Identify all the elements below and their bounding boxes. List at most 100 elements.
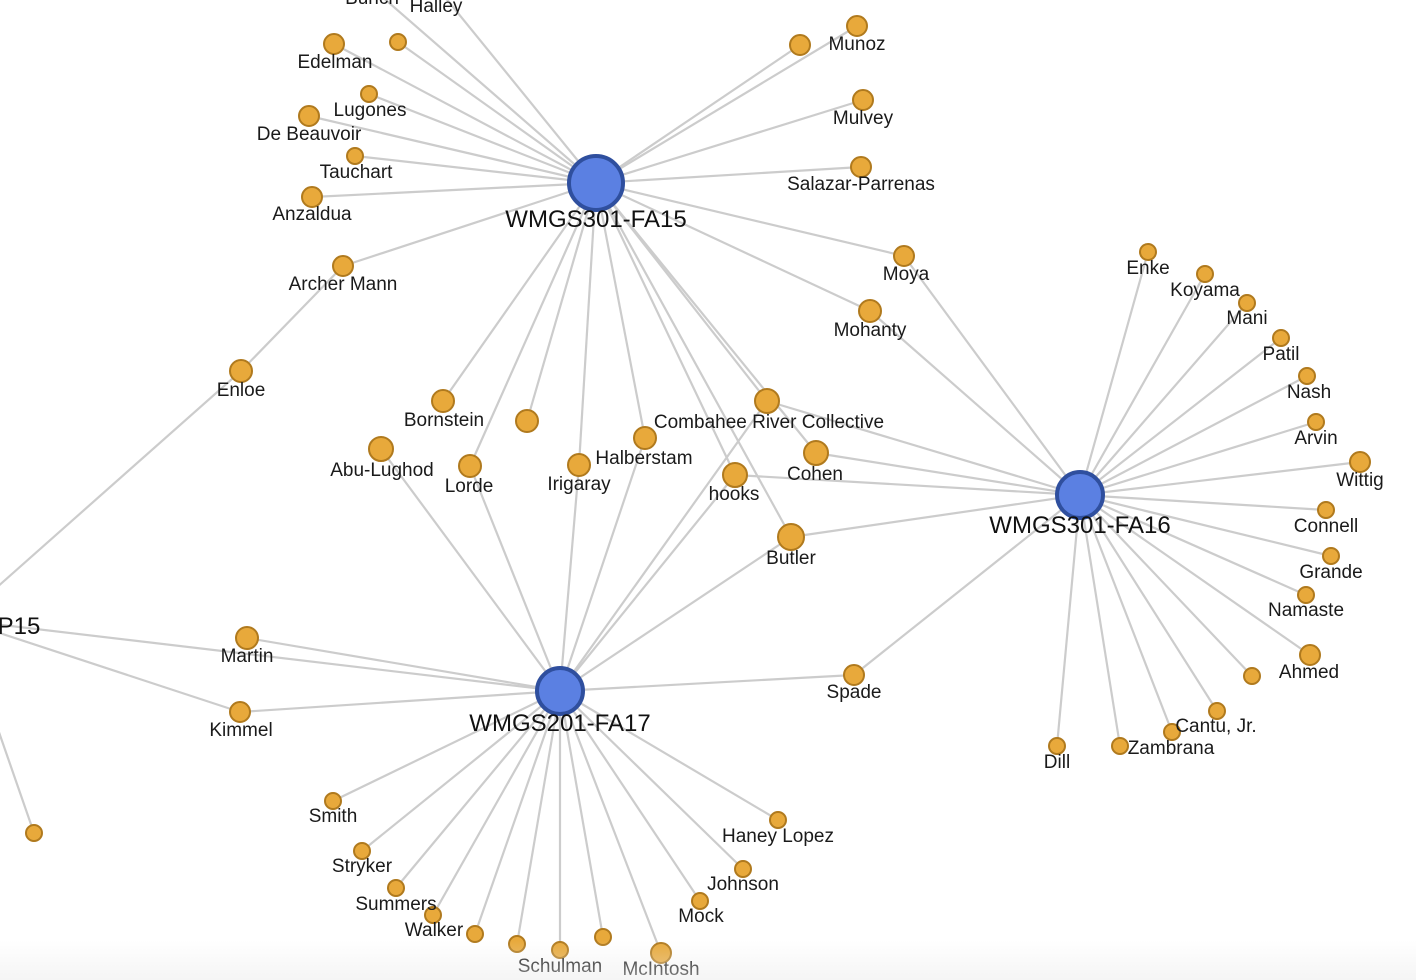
author-node-abu-lughod[interactable] <box>368 436 394 462</box>
author-node-wittig[interactable] <box>1349 451 1371 473</box>
edge-c17-a19 <box>559 400 768 692</box>
edge-c15-a25 <box>595 182 817 454</box>
author-node-a56[interactable] <box>594 928 612 946</box>
author-label-patil: Patil <box>1263 344 1300 365</box>
edge-c17-a56 <box>558 690 605 938</box>
course-node-wmgs301-fa16[interactable] <box>1055 470 1105 520</box>
author-node-patil[interactable] <box>1272 329 1290 347</box>
author-node-salazar-parrenas[interactable] <box>850 156 872 178</box>
author-node-tauchart[interactable] <box>346 147 364 165</box>
author-node-hooks[interactable] <box>722 462 748 488</box>
author-node-a04[interactable] <box>389 33 407 51</box>
author-node-butler[interactable] <box>777 523 805 551</box>
author-node-spade[interactable] <box>843 664 865 686</box>
edge-c16-a31 <box>1079 273 1206 496</box>
author-node-edelman[interactable] <box>323 33 345 55</box>
edge-c17-a28 <box>239 689 561 714</box>
author-node-smith[interactable] <box>324 792 342 810</box>
author-node-koyama[interactable] <box>1196 265 1214 283</box>
edge-c15-a04 <box>397 41 597 184</box>
author-label-nash: Nash <box>1287 382 1331 403</box>
author-node-ahmed[interactable] <box>1299 644 1321 666</box>
author-node-cohen[interactable] <box>803 440 829 466</box>
author-node-nash[interactable] <box>1298 367 1316 385</box>
author-label-haney-lopez: Haney Lopez <box>722 826 834 847</box>
edge-c16-a39 <box>1079 493 1307 597</box>
author-node-lugones[interactable] <box>360 85 378 103</box>
author-label-mani: Mani <box>1226 308 1267 329</box>
author-node-namaste[interactable] <box>1297 586 1315 604</box>
edge-layer <box>0 0 1361 954</box>
edge-c15-a10 <box>354 154 597 185</box>
author-node-a18[interactable] <box>515 409 539 433</box>
author-label-edelman: Edelman <box>298 52 373 73</box>
author-label-de-beauvoir: De Beauvoir <box>257 124 362 145</box>
author-node-haney-lopez[interactable] <box>769 811 787 829</box>
edge-c16-a41 <box>1079 494 1253 677</box>
edge-c16-a13 <box>903 255 1081 496</box>
author-node-munoz[interactable] <box>846 15 868 37</box>
edge-c17-a21 <box>468 465 562 692</box>
author-node-dill[interactable] <box>1048 737 1066 755</box>
author-node-anzaldua[interactable] <box>301 186 323 208</box>
author-node-enke[interactable] <box>1139 243 1157 261</box>
author-node-a41[interactable] <box>1243 667 1261 685</box>
author-node-halberstam[interactable] <box>633 426 657 450</box>
edge-c15-a11 <box>595 165 862 185</box>
author-node-a54[interactable] <box>508 935 526 953</box>
author-node-zambrana[interactable] <box>1111 737 1129 755</box>
author-node-a44[interactable] <box>1163 723 1181 741</box>
edge-c15-a12 <box>311 181 597 199</box>
author-node-arvin[interactable] <box>1307 413 1325 431</box>
edge-c17-a46 <box>332 690 561 802</box>
author-node-combahee-river-collective[interactable] <box>754 388 780 414</box>
author-label-hooks: hooks <box>709 484 760 505</box>
author-node-enloe[interactable] <box>229 359 253 383</box>
author-node-cantu-jr[interactable] <box>1208 702 1226 720</box>
author-node-moya[interactable] <box>893 245 915 267</box>
edge-c17-a26 <box>559 536 792 692</box>
author-node-martin[interactable] <box>235 626 259 650</box>
author-node-de-beauvoir[interactable] <box>298 105 320 127</box>
edge-cP15-a58 <box>0 731 36 834</box>
course-node-wmgs201-fa17[interactable] <box>535 666 585 716</box>
author-node-mulvey[interactable] <box>852 89 874 111</box>
author-node-stryker[interactable] <box>353 842 371 860</box>
edge-c15-a21 <box>468 182 598 467</box>
author-node-a06[interactable] <box>789 34 811 56</box>
edge-c15-a08 <box>308 114 597 185</box>
course-node-wmgs301-fa15[interactable] <box>567 154 625 212</box>
author-node-kimmel[interactable] <box>229 701 251 723</box>
author-label-bunch: Bunch <box>345 0 399 9</box>
author-node-mani[interactable] <box>1238 294 1256 312</box>
edge-c16-a25 <box>815 451 1081 497</box>
author-node-archer-mann[interactable] <box>332 255 354 277</box>
course-label-wmgs301-fa15: WMGS301-FA15 <box>505 206 686 233</box>
edge-c16-a30 <box>1078 251 1150 496</box>
author-label-wittig: Wittig <box>1336 470 1384 491</box>
edge-c15-a14 <box>342 181 597 268</box>
author-node-johnson[interactable] <box>734 860 752 878</box>
author-node-irigaray[interactable] <box>567 453 591 477</box>
author-node-connell[interactable] <box>1317 501 1335 519</box>
author-node-mock[interactable] <box>691 892 709 910</box>
edge-c15-a26 <box>595 182 792 538</box>
author-node-a58[interactable] <box>25 824 43 842</box>
author-label-butler: Butler <box>766 548 816 569</box>
author-node-mohanty[interactable] <box>858 299 882 323</box>
author-node-grande[interactable] <box>1322 547 1340 565</box>
edge-c17-a48 <box>361 690 561 852</box>
edge-c15-a06 <box>595 44 801 184</box>
author-node-a53[interactable] <box>466 925 484 943</box>
author-node-bornstein[interactable] <box>431 389 455 413</box>
author-node-lorde[interactable] <box>458 454 482 478</box>
author-node-walker[interactable] <box>424 906 442 924</box>
edge-c16-a42 <box>1079 494 1218 712</box>
edge-c17-a52 <box>432 690 561 916</box>
author-node-summers[interactable] <box>387 879 405 897</box>
author-label-salazar-parrenas: Salazar-Parrenas <box>787 174 935 195</box>
edge-c15-a13 <box>595 181 905 258</box>
edge-c17-a53 <box>473 690 562 935</box>
author-label-smith: Smith <box>309 806 358 827</box>
